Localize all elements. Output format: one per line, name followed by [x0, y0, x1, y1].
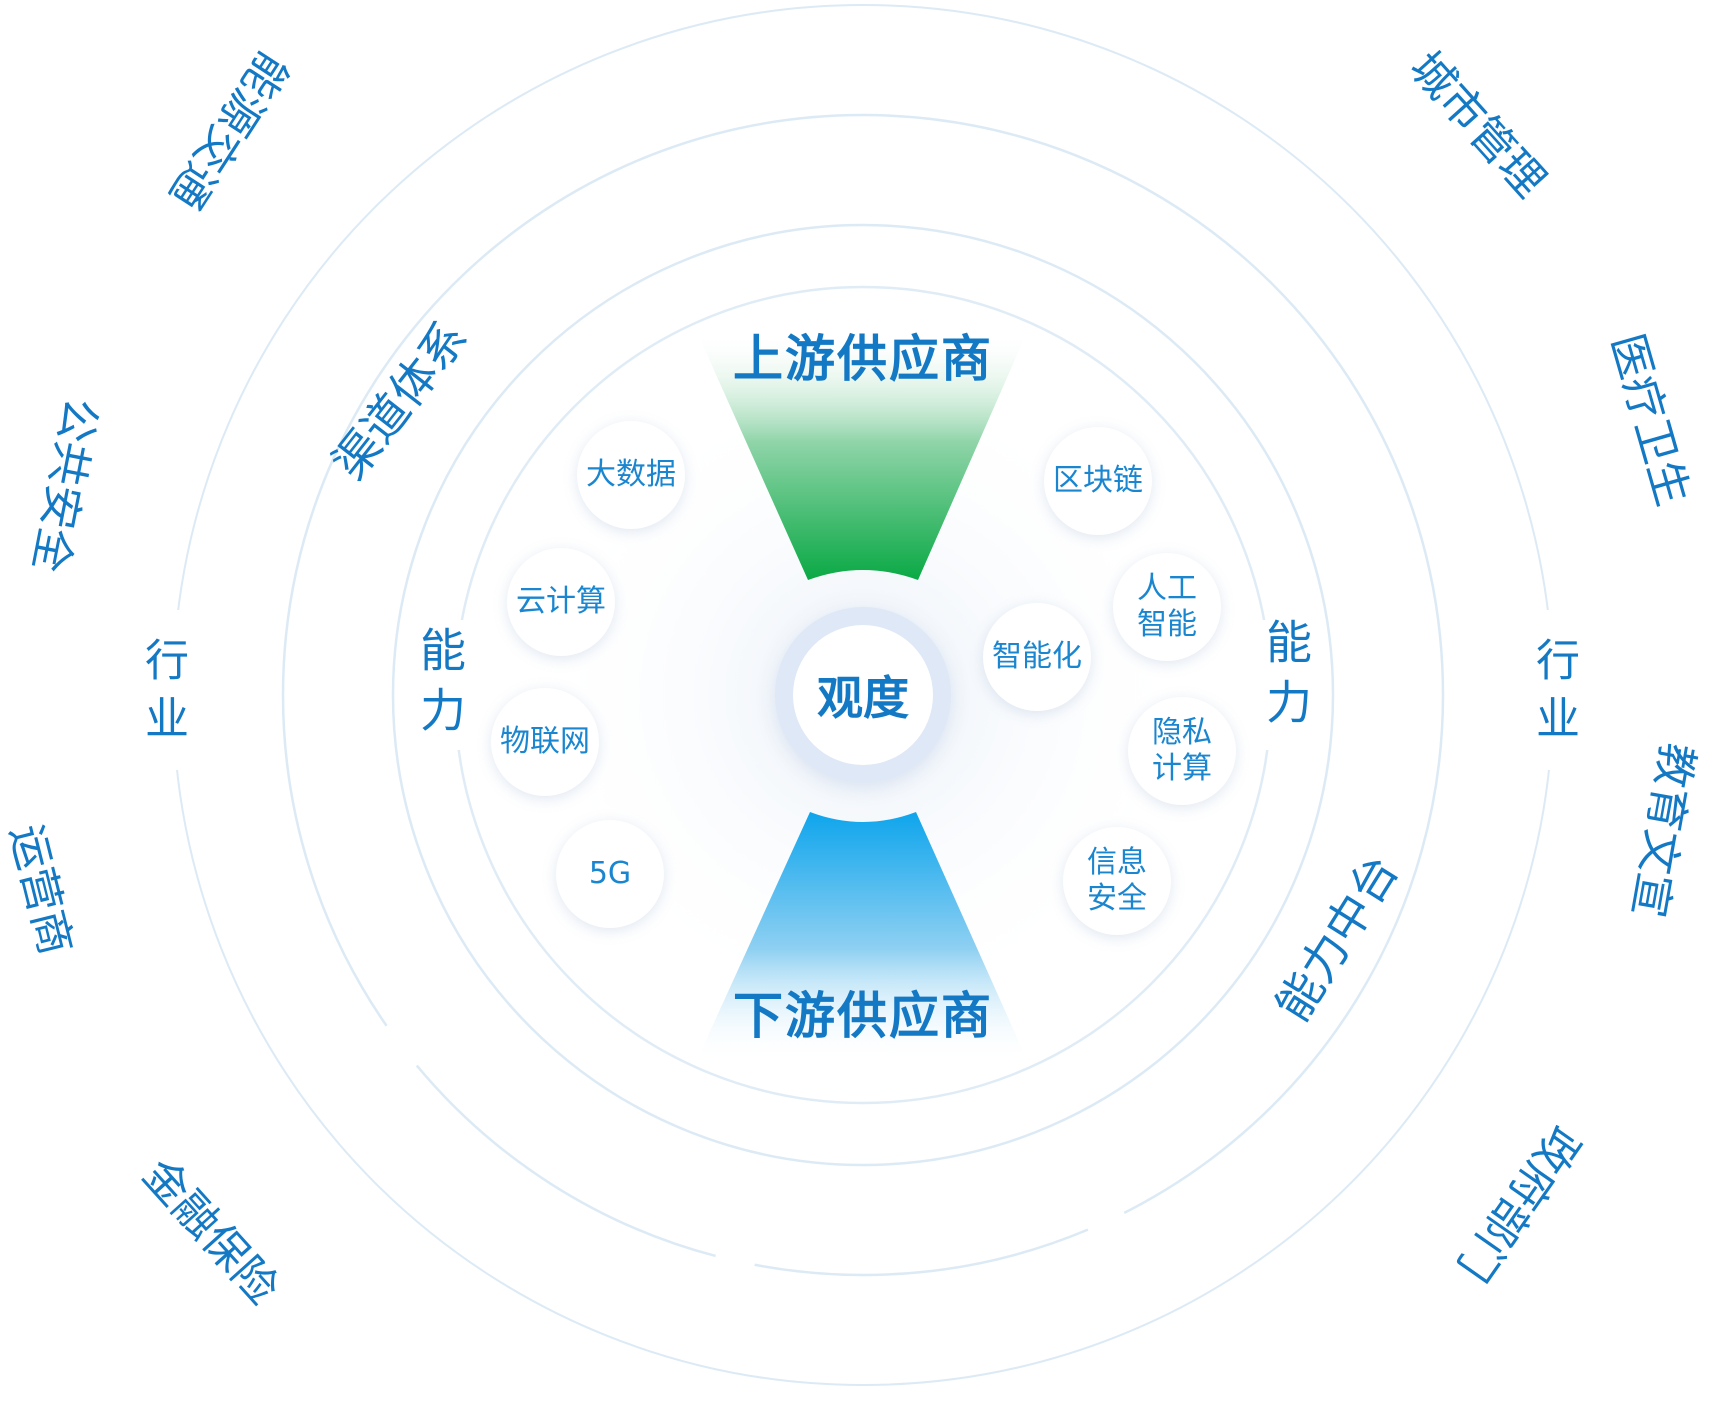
industry-left-label: 行业 — [137, 637, 188, 753]
center-label: 观度 — [817, 671, 909, 725]
tech-bubble-ai: 人工 智能 — [1113, 553, 1221, 661]
tech-bubble-security: 信息 安全 — [1063, 827, 1171, 935]
tech-bubble-intelligent: 智能化 — [983, 603, 1091, 711]
tech-bubble-5g: 5G — [556, 820, 664, 928]
middle-ring — [281, 113, 1445, 1277]
upstream-title: 上游供应商 — [733, 330, 993, 388]
core-center: 观度 — [793, 625, 933, 765]
tech-bubble-blockchain: 区块链 — [1044, 427, 1152, 535]
capability-right-label: 能力 — [1259, 618, 1313, 738]
tech-bubble-bigdata: 大数据 — [577, 421, 685, 529]
tech-bubble-cloud: 云计算 — [507, 548, 615, 656]
ring-gap-right — [1250, 620, 1320, 750]
tech-bubble-iot: 物联网 — [491, 688, 599, 796]
downstream-funnel — [696, 812, 1028, 1062]
upstream-funnel — [696, 330, 1028, 580]
tech-bubble-privacy: 隐私 计算 — [1128, 697, 1236, 805]
downstream-title: 下游供应商 — [733, 987, 993, 1045]
capability-left-label: 能力 — [413, 626, 467, 746]
industry-right-label: 行业 — [1528, 637, 1579, 753]
ring-gap-far-right — [1508, 610, 1598, 770]
ring-gap-far-left — [118, 610, 208, 770]
ring-gap-left — [406, 620, 476, 750]
inner-ring — [391, 223, 1335, 1167]
